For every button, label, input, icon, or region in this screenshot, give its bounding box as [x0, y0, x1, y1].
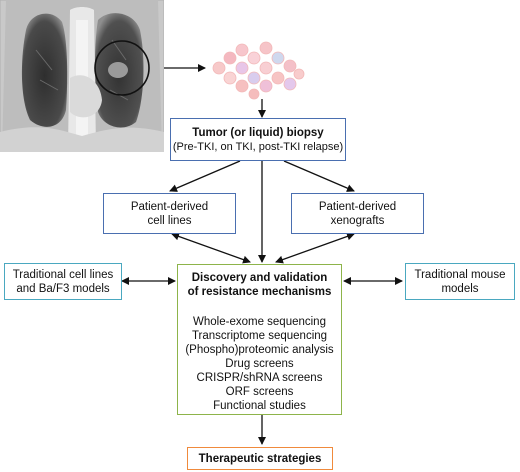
biopsy-box: Tumor (or liquid) biopsy (Pre-TKI, on TK…	[170, 118, 346, 161]
discovery-box: Discovery and validation of resistance m…	[177, 264, 342, 415]
tumor-cells-illustration	[212, 41, 305, 100]
arrow-cell-lines-discovery	[171, 232, 251, 264]
therapeutic-strategies-label: Therapeutic strategies	[198, 452, 322, 465]
method-item: Transcriptome sequencing	[191, 330, 328, 342]
traditional-cell-lines-line2: and Ba/F3 models	[16, 282, 110, 295]
tumor-highlight-circle	[94, 40, 150, 96]
discovery-title-line2: of resistance mechanisms	[187, 286, 332, 298]
traditional-mouse-models-box: Traditional mouse models	[405, 263, 515, 300]
discovery-title-line1: Discovery and validation	[191, 272, 328, 284]
method-item: Drug screens	[225, 358, 294, 370]
patient-cell-lines-line2: cell lines	[147, 214, 192, 227]
patient-xenografts-box: Patient-derived xenografts	[291, 193, 424, 234]
patient-cell-lines-line1: Patient-derived	[130, 200, 209, 213]
arrow-xenografts-discovery	[275, 232, 355, 264]
traditional-cell-lines-box: Traditional cell lines and Ba/F3 models	[4, 263, 122, 300]
traditional-mouse-line2: models	[441, 282, 479, 295]
traditional-cell-lines-line1: Traditional cell lines	[12, 268, 114, 281]
arrow-biopsy-to-xenografts	[283, 160, 355, 192]
therapeutic-strategies-box: Therapeutic strategies	[187, 447, 333, 470]
biopsy-subtitle: (Pre-TKI, on TKI, post-TKI relapse)	[172, 140, 344, 153]
method-item: Whole-exome sequencing	[193, 316, 326, 328]
traditional-mouse-line1: Traditional mouse	[414, 268, 506, 281]
method-item: CRISPR/shRNA screens	[196, 372, 323, 384]
method-item: ORF screens	[225, 386, 294, 398]
arrow-biopsy-to-cell-lines	[169, 160, 241, 192]
ct-scan-image	[0, 0, 164, 152]
patient-cell-lines-box: Patient-derived cell lines	[103, 193, 236, 234]
biopsy-title: Tumor (or liquid) biopsy	[192, 126, 324, 139]
patient-xenografts-line2: xenografts	[330, 214, 385, 227]
patient-xenografts-line1: Patient-derived	[318, 200, 397, 213]
method-item: (Phospho)proteomic analysis	[185, 344, 334, 356]
method-item: Functional studies	[213, 400, 306, 412]
